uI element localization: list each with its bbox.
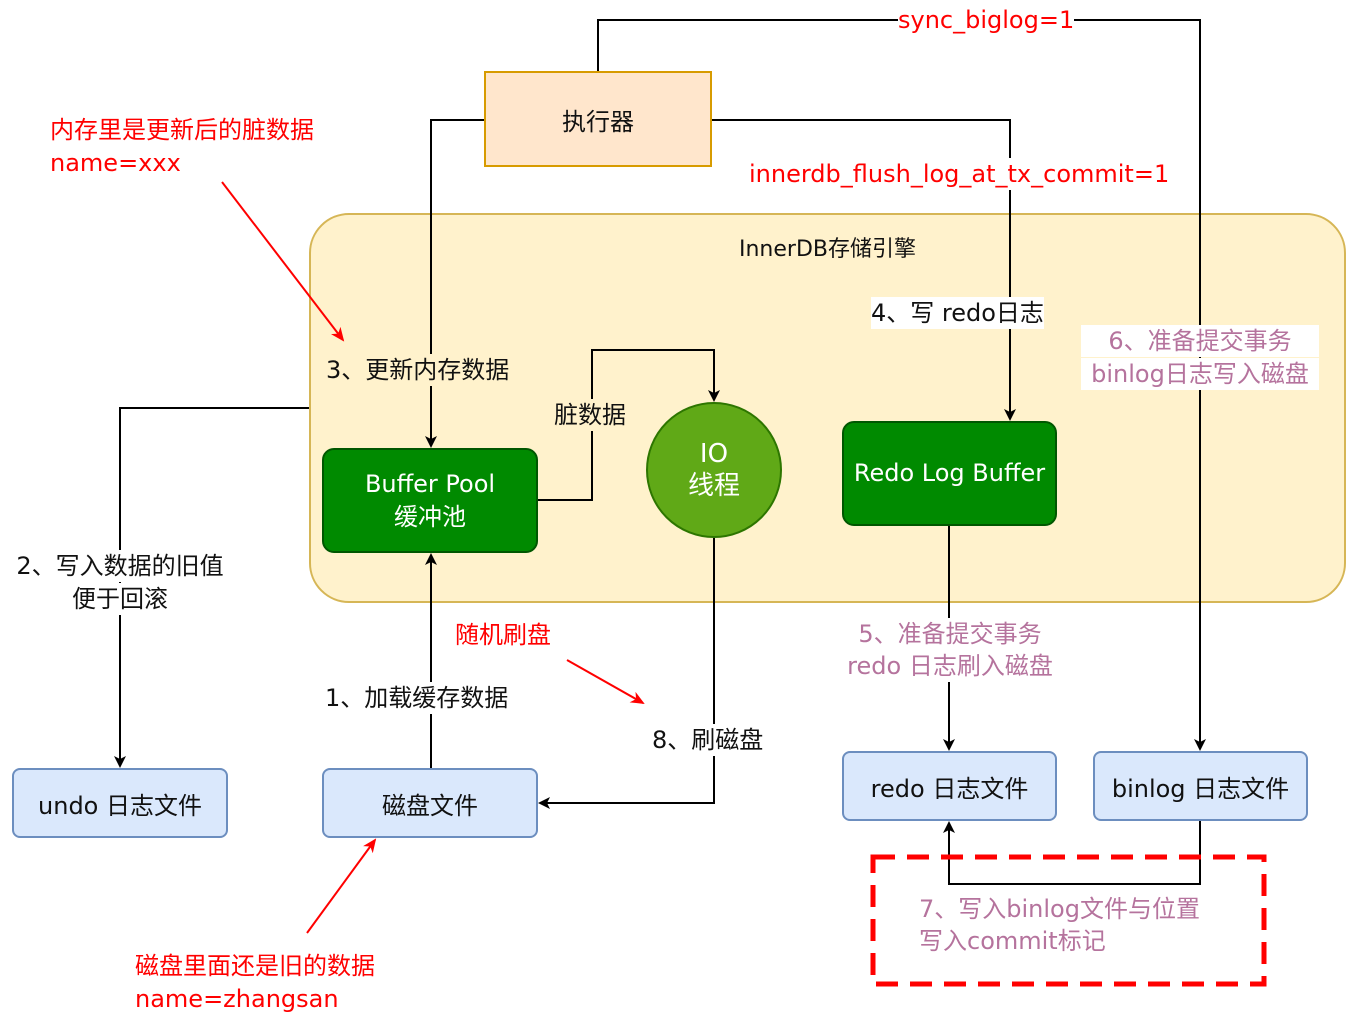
- redo-log-file-box: redo 日志文件: [842, 751, 1057, 821]
- executor-box: 执行器: [484, 71, 712, 167]
- engine-title: InnerDB存储引擎: [739, 237, 916, 262]
- step3-label: 3、更新内存数据: [326, 354, 510, 386]
- executor-label: 执行器: [562, 107, 634, 136]
- edge-executor-to-buffer-pool: [425, 119, 484, 448]
- flush-log-label: innerdb_flush_log_at_tx_commit=1: [749, 158, 1170, 190]
- annotation-arrow-memory: [221, 181, 345, 342]
- step4-label: 4、写 redo日志: [871, 297, 1044, 329]
- binlog-file-box: binlog 日志文件: [1093, 751, 1308, 821]
- io-thread-label: IO: [699, 439, 729, 469]
- step6-line1: 6、准备提交事务: [1081, 325, 1319, 357]
- disk-file-box: 磁盘文件: [322, 768, 538, 838]
- disk-note-line2: name=zhangsan: [135, 985, 339, 1013]
- annotation-arrow-random-flush: [566, 659, 645, 704]
- binlog-file-label: binlog 日志文件: [1111, 774, 1290, 803]
- step7-highlight-box: [870, 854, 1267, 987]
- disk-file-label: 磁盘文件: [382, 791, 478, 820]
- step6-line2: binlog日志写入磁盘: [1081, 358, 1319, 390]
- redo-log-file-label: redo 日志文件: [870, 774, 1029, 803]
- step8-label: 8、刷磁盘: [652, 724, 764, 756]
- step2-line1: 2、写入数据的旧值: [2, 550, 238, 582]
- io-thread-sublabel: 线程: [687, 471, 740, 501]
- edge-engine-to-undo: [114, 407, 309, 768]
- memory-note-line2: name=xxx: [50, 149, 181, 177]
- step7-line1: 7、写入binlog文件与位置: [919, 895, 1200, 923]
- step7-line2: 写入commit标记: [919, 927, 1106, 955]
- sync-binlog-label: sync_biglog=1: [898, 4, 1075, 36]
- edge-binlog-to-redo-file: [943, 821, 1201, 885]
- step2-line2: 便于回滚: [2, 583, 238, 615]
- undo-log-file-box: undo 日志文件: [12, 768, 228, 838]
- memory-note-line1: 内存里是更新后的脏数据: [50, 116, 314, 144]
- annotation-arrow-disk: [306, 838, 377, 934]
- edge-io-to-disk: [538, 538, 715, 809]
- step5-line1: 5、准备提交事务: [836, 618, 1064, 650]
- io-thread-circle: IO 线程: [646, 402, 782, 538]
- disk-note-line1: 磁盘里面还是旧的数据: [135, 952, 375, 980]
- undo-log-file-label: undo 日志文件: [38, 791, 202, 820]
- random-flush-label: 随机刷盘: [455, 621, 551, 649]
- step1-label: 1、加载缓存数据: [325, 682, 509, 714]
- dirty-data-label: 脏数据: [554, 399, 626, 431]
- redo-log-buffer-box: Redo Log Buffer: [842, 421, 1057, 526]
- step5-line2: redo 日志刷入磁盘: [836, 650, 1064, 682]
- buffer-pool-label: Buffer Pool: [364, 469, 496, 498]
- buffer-pool-sublabel: 缓冲池: [394, 502, 466, 531]
- buffer-pool-box: Buffer Pool 缓冲池: [322, 448, 538, 553]
- edge-buffer-pool-to-io: [538, 349, 720, 501]
- redo-log-buffer-label: Redo Log Buffer: [853, 459, 1046, 487]
